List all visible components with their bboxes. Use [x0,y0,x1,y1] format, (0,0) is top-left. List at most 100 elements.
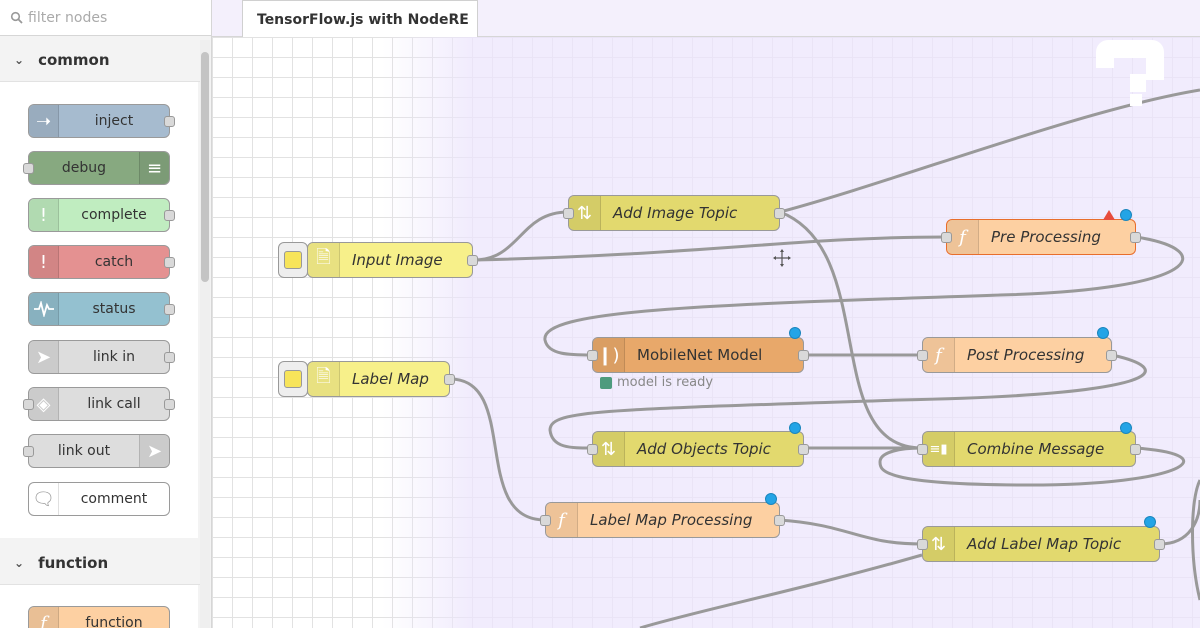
wire[interactable] [543,235,1185,357]
palette-node-status[interactable]: status [28,292,175,326]
palette-node-complete[interactable]: ! complete [28,198,175,232]
wire[interactable] [779,210,923,450]
palette-scrollbar-thumb[interactable] [201,52,209,282]
link-in-icon: ➤ [29,341,59,373]
wire[interactable] [779,518,923,546]
shuffle-icon: ⇅ [593,432,625,466]
wire[interactable] [449,377,546,522]
output-port[interactable] [164,210,175,221]
output-port[interactable] [164,257,175,268]
node-status: model is ready [600,375,713,390]
output-port[interactable] [1130,232,1141,243]
input-port[interactable] [23,446,34,457]
flow-node-add-label-map-topic[interactable]: ⇅ Add Label Map Topic [917,526,1165,562]
input-port[interactable] [540,515,551,526]
tab-label: TensorFlow.js with NodeRE [257,11,469,28]
palette-node-link-out[interactable]: link out ➤ [23,434,170,468]
output-port[interactable] [1154,539,1165,550]
changed-indicator-dot [789,327,801,339]
flow-node-mobilenet-model[interactable]: ❙) MobileNet Model [587,337,809,373]
shuffle-icon: ⇅ [569,196,601,230]
node-palette: filter nodes ⌄ common ➝ inject debug ≡ !… [0,0,212,628]
palette-node-label: inject [94,113,134,129]
palette-node-label: complete [81,207,147,223]
status-indicator-icon [600,376,612,389]
flow-node-add-objects-topic[interactable]: ⇅ Add Objects Topic [587,431,809,467]
output-port[interactable] [444,374,455,385]
changed-indicator-dot [1120,422,1132,434]
output-port[interactable] [798,350,809,361]
model-signal-icon: ❙) [593,338,625,372]
output-port[interactable] [1130,444,1141,455]
link-call-icon: ◈ [29,388,59,420]
input-port[interactable] [917,444,928,455]
shuffle-icon: ⇅ [923,527,955,561]
pulse-glyph [33,301,54,317]
flow-node-pre-processing[interactable]: f Pre Processing [941,219,1141,255]
inject-button-square [284,370,302,388]
input-port[interactable] [587,350,598,361]
palette-node-catch[interactable]: ! catch [28,245,175,279]
wire[interactable] [1191,479,1200,601]
file-icon: 🗎 [308,243,340,277]
input-port[interactable] [563,208,574,219]
palette-node-inject[interactable]: ➝ inject [28,104,175,138]
input-port[interactable] [587,444,598,455]
flow-node-post-processing[interactable]: f Post Processing [917,337,1117,373]
filter-nodes-input[interactable]: filter nodes [0,0,211,36]
output-port[interactable] [774,208,785,219]
palette-scrollbar-track[interactable] [200,40,210,628]
output-port[interactable] [164,116,175,127]
link-out-icon: ➤ [139,435,169,467]
palette-node-link-in[interactable]: ➤ link in [28,340,175,374]
palette-node-label: debug [61,160,107,176]
exclamation-icon: ! [29,199,59,231]
input-port[interactable] [917,350,928,361]
flow-node-input-image[interactable]: 🗎 Input Image [307,242,478,278]
node-label: Combine Message [967,440,1105,458]
input-port[interactable] [941,232,952,243]
flow-node-label-map-processing[interactable]: f Label Map Processing [540,502,785,538]
node-label: Pre Processing [991,228,1101,246]
flow-node-label-map[interactable]: 🗎 Label Map [307,361,455,397]
output-port[interactable] [774,515,785,526]
palette-node-function[interactable]: f function [28,606,170,628]
node-label: Post Processing [967,346,1085,364]
file-icon: 🗎 [308,362,340,396]
wire[interactable] [473,210,569,262]
palette-node-comment[interactable]: 🗨 comment [28,482,170,516]
category-common-header[interactable]: ⌄ common [0,38,200,82]
output-port[interactable] [1106,350,1117,361]
output-port[interactable] [164,352,175,363]
wire[interactable] [473,235,947,262]
output-port[interactable] [467,255,478,266]
flow-node-add-image-topic[interactable]: ⇅ Add Image Topic [563,195,785,231]
inject-trigger-button[interactable] [278,361,308,397]
input-port[interactable] [23,163,34,174]
error-triangle-icon [1103,210,1115,220]
output-port[interactable] [164,399,175,410]
input-port[interactable] [917,539,928,550]
palette-node-debug[interactable]: debug ≡ [23,151,170,185]
output-port[interactable] [798,444,809,455]
status-text: model is ready [617,375,714,390]
chevron-down-icon: ⌄ [14,555,25,570]
input-port[interactable] [23,399,34,410]
tab-flow[interactable]: TensorFlow.js with NodeRE [242,0,478,38]
palette-node-link-call[interactable]: ◈ link call [23,387,175,421]
join-icon: ≡▮ [923,432,955,466]
output-port[interactable] [164,304,175,315]
wire[interactable] [639,553,923,628]
inject-trigger-button[interactable] [278,242,308,278]
changed-indicator-dot [1120,209,1132,221]
pulse-icon [29,293,59,325]
wire[interactable] [878,446,1186,487]
wire[interactable] [548,353,1147,450]
changed-indicator-dot [789,422,801,434]
category-function-header[interactable]: ⌄ function [0,541,200,585]
node-label: Label Map [352,370,429,388]
flow-node-combine-message[interactable]: ≡▮ Combine Message [917,431,1141,467]
brand-logo-icon [1096,40,1164,106]
chevron-down-icon: ⌄ [14,52,25,67]
wire[interactable] [779,88,1200,214]
